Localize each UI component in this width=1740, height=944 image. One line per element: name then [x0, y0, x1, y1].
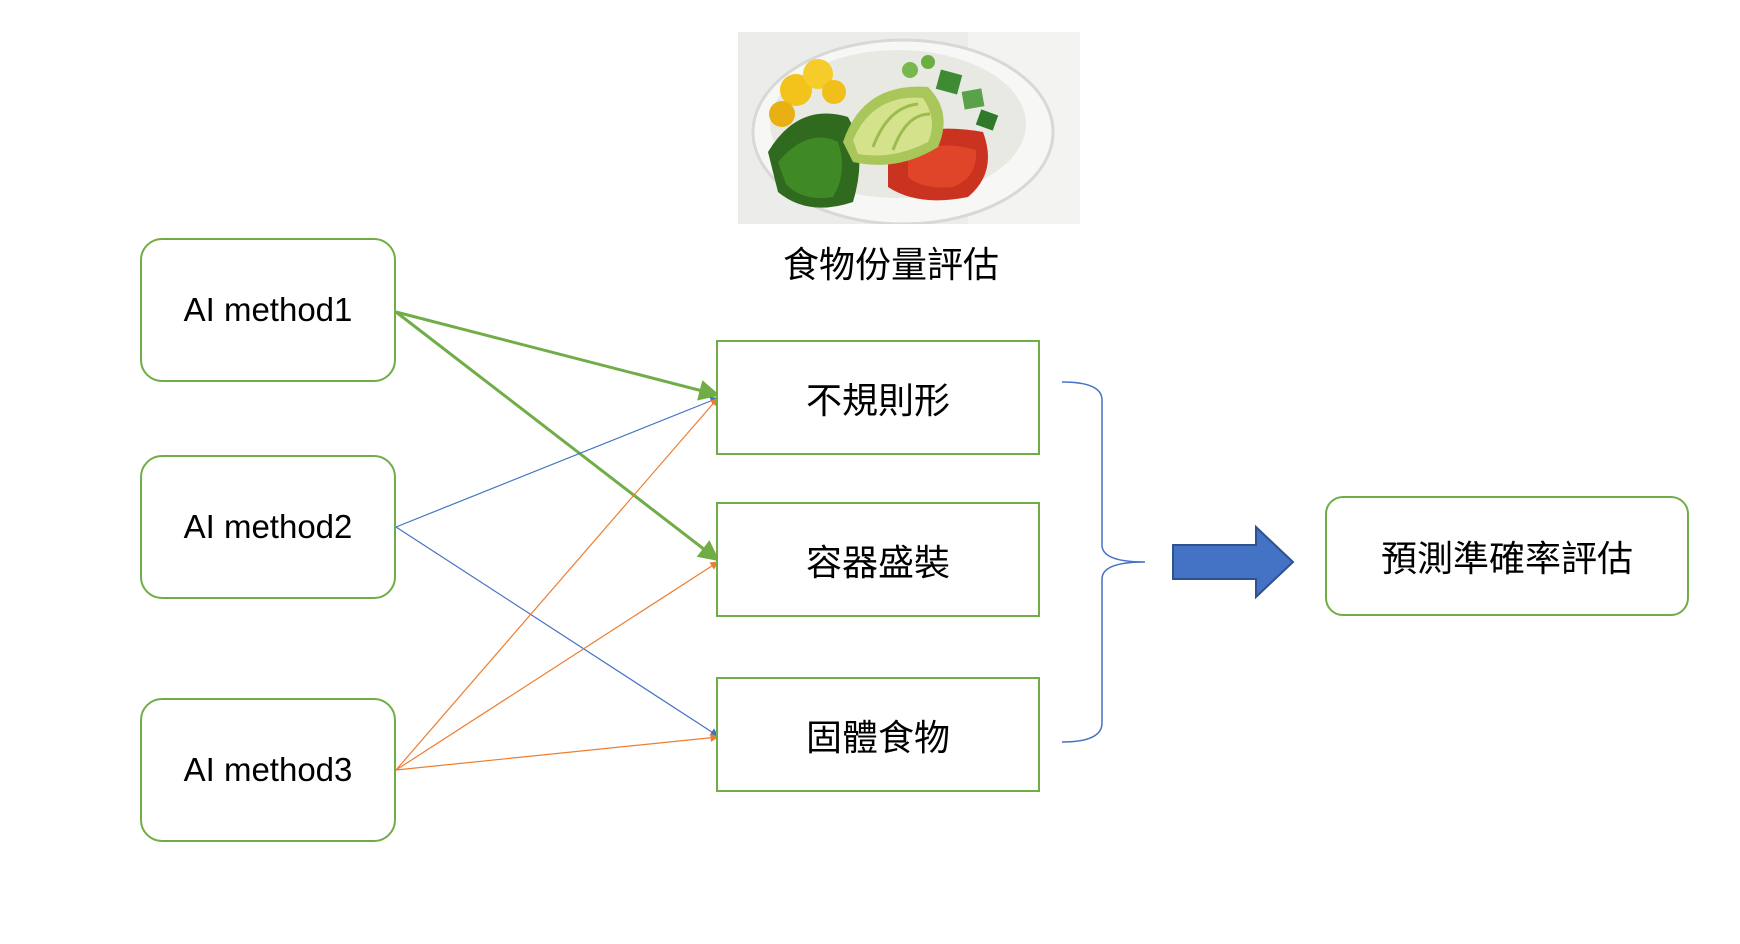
food-bowl-photo	[738, 32, 1080, 224]
ai-method3-label: AI method3	[183, 751, 353, 788]
ai-method1-box: AI method1	[140, 238, 396, 382]
link-method2-irregular	[395, 396, 719, 528]
link-method2-solid	[395, 526, 719, 737]
ai-method1-label: AI method1	[183, 291, 353, 328]
category-container-label: 容器盛裝	[805, 542, 950, 584]
link-method3-irregular	[395, 397, 719, 771]
accuracy-evaluation-box: 預測準確率評估	[1325, 496, 1689, 616]
food-portion-title: 食物份量評估	[783, 245, 1000, 286]
category-solid-food-box: 固體食物	[716, 677, 1040, 792]
ai-method2-box: AI method2	[140, 455, 396, 599]
category-container-box: 容器盛裝	[716, 502, 1040, 617]
ai-method3-box: AI method3	[140, 698, 396, 842]
result-block-arrow	[1172, 524, 1295, 600]
category-group-bracket	[1061, 381, 1146, 743]
ai-method2-label: AI method2	[183, 508, 353, 545]
link-method1-irregular	[395, 310, 721, 401]
category-irregular-shape-box: 不規則形	[716, 340, 1040, 455]
link-method1-container	[395, 310, 720, 562]
accuracy-evaluation-label: 預測準確率評估	[1380, 539, 1633, 580]
link-method3-container	[395, 561, 719, 771]
link-method3-solid	[395, 733, 719, 771]
category-solid-food-label: 固體食物	[805, 717, 950, 759]
category-irregular-shape-label: 不規則形	[805, 380, 950, 422]
